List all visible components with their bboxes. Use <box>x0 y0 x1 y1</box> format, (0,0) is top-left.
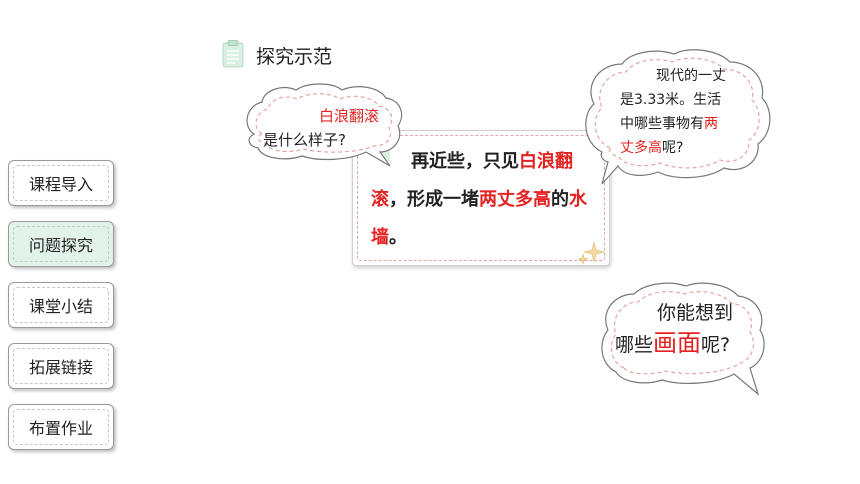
bubble-bottom-line2: 哪些 <box>615 334 654 356</box>
nav-item-label: 问题探究 <box>28 236 93 255</box>
notebook-icon <box>222 40 244 68</box>
bubble-bottom-line2-end: 呢? <box>701 334 731 356</box>
bubble-right-line1: 现代的一丈 <box>656 68 726 84</box>
highlight-text: 两丈多高 <box>479 189 551 210</box>
nav-item-label: 课堂小结 <box>28 297 93 316</box>
lesson-nav: 课程导入 问题探究 课堂小结 拓展链接 布置作业 <box>8 160 116 465</box>
bubble-left-line1: 白浪翻滚 <box>318 107 379 125</box>
bubble-left-text: 白浪翻滚 是什么样子? <box>263 104 393 152</box>
card-text-part: ，形成一堵 <box>389 189 479 210</box>
nav-item-label: 布置作业 <box>28 419 93 438</box>
card-text-part: 的 <box>551 189 569 210</box>
bubble-right-line2: 是3.33米。生活 <box>620 92 722 108</box>
nav-item-homework[interactable]: 布置作业 <box>8 404 114 450</box>
card-text-part: 。 <box>389 227 407 248</box>
bubble-bottom-text: 你能想到 哪些画面呢? <box>615 298 755 360</box>
text-card: 再近些，只见白浪翻滚，形成一堵两丈多高的水墙。 <box>352 130 610 266</box>
highlight-text: 水墙 <box>371 189 587 248</box>
nav-item-label: 拓展链接 <box>28 358 93 377</box>
bubble-right-line3: 中哪些事物有 <box>620 116 704 132</box>
highlight-text: 画面 <box>653 329 702 357</box>
nav-item-explore[interactable]: 问题探究 <box>8 221 114 267</box>
nav-item-summary[interactable]: 课堂小结 <box>8 282 114 328</box>
nav-item-extension[interactable]: 拓展链接 <box>8 343 114 389</box>
sparkle-icon <box>577 241 605 265</box>
bubble-right-line4: 呢? <box>662 140 684 156</box>
highlight-text: 丈多高 <box>620 140 662 156</box>
speech-bubble-bottom <box>601 282 765 396</box>
speech-bubble-right <box>585 49 771 185</box>
nav-item-intro[interactable]: 课程导入 <box>8 160 114 206</box>
nav-item-label: 课程导入 <box>28 175 93 194</box>
section-title: 探究示范 <box>256 46 333 68</box>
card-corner-tab <box>380 148 390 162</box>
bubble-left-line2: 是什么样子? <box>263 131 346 149</box>
card-text: 再近些，只见白浪翻滚，形成一堵两丈多高的水墙。 <box>371 143 597 257</box>
highlight-text: 白浪翻滚 <box>371 151 573 210</box>
highlight-text: 两 <box>704 116 718 132</box>
card-text-part: 再近些，只见 <box>411 151 519 172</box>
bubble-right-text: 现代的一丈 是3.33米。生活 中哪些事物有两 丈多高呢? <box>620 64 755 160</box>
speech-bubble-left <box>246 83 403 167</box>
bubble-bottom-line1: 你能想到 <box>657 302 734 324</box>
